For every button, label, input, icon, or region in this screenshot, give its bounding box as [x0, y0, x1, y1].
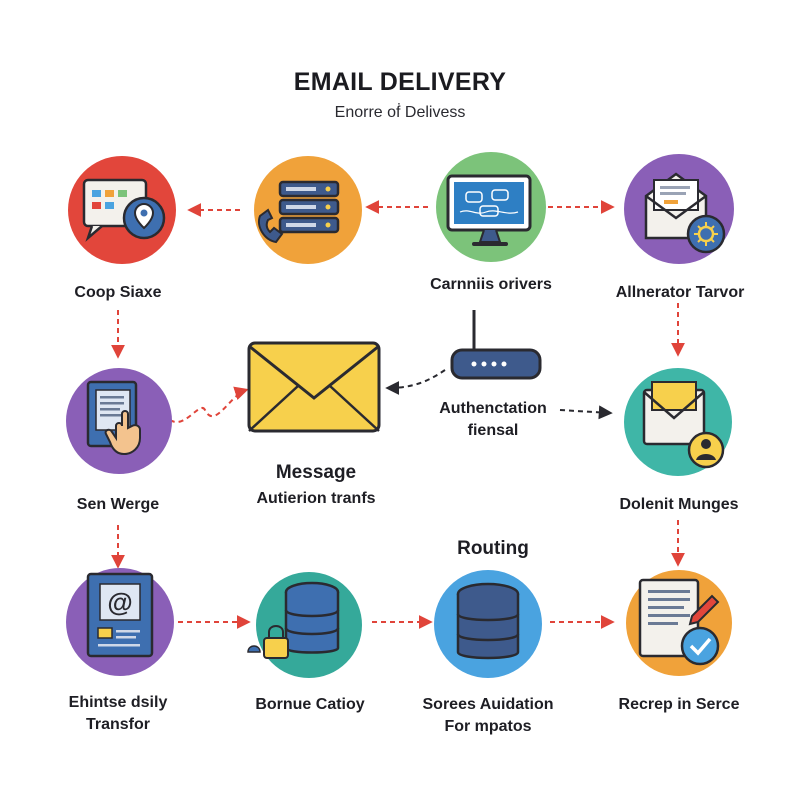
- routing-label: Routing: [457, 538, 529, 559]
- node-router-icon-wrap: [448, 306, 544, 382]
- node-coop-circle: [68, 156, 176, 264]
- diagram-title: EMAIL DELIVERY: [293, 68, 507, 96]
- node-ehintse-circle: @: [66, 568, 174, 676]
- envelope-gear-icon: [644, 172, 726, 254]
- node-router-label: Authenctation: [439, 400, 547, 417]
- document-check-icon: [638, 578, 720, 666]
- node-bornue-label: Bornue Catioy: [255, 696, 365, 713]
- server-phone-icon: [258, 180, 340, 244]
- envelope-icon: [247, 341, 381, 433]
- node-senwerge-circle: [66, 368, 172, 474]
- node-allnerator-label: Allnerator Tarvor: [615, 284, 745, 301]
- email-document-icon: @: [86, 572, 154, 658]
- node-message-label: Message: [275, 462, 357, 483]
- node-bornue-circle: [247, 572, 362, 678]
- svg-text:@: @: [107, 587, 132, 617]
- node-carnniis-label: Carnniis orivers: [430, 276, 552, 293]
- node-carnniis-circle: [436, 152, 546, 262]
- node-recrep-label: Recrep in Serce: [618, 696, 740, 713]
- node-server-circle: [254, 156, 362, 264]
- node-dolenit-circle: [624, 368, 732, 476]
- document-tap-icon: [86, 380, 141, 456]
- node-message-icon-wrap: [246, 340, 382, 436]
- node-recrep-circle: [626, 570, 732, 676]
- envelope-user-icon: [642, 381, 725, 469]
- node-coop-label: Coop Siaxe: [74, 284, 162, 301]
- database-icon: [456, 582, 520, 660]
- database-lock-icon: [247, 581, 340, 659]
- arrow-router-to-message: [385, 369, 446, 395]
- node-sorees-sublabel: For mpatos: [444, 718, 532, 735]
- arrow-senwerge-to-message: [169, 386, 249, 424]
- node-sorees-label: Sorees Auidation: [422, 696, 554, 713]
- node-allnerator-circle: [624, 154, 734, 264]
- chat-location-icon: [82, 178, 166, 242]
- diagram-subtitle: Enorre oḟ Delivess: [334, 104, 466, 121]
- monitor-chat-icon: [446, 174, 532, 246]
- node-router-sublabel: fiensal: [467, 422, 519, 439]
- node-ehintse-label: Ehintse dsily: [68, 694, 168, 711]
- node-message-sublabel: Autierion tranfs: [256, 490, 376, 507]
- router-icon: [450, 310, 542, 380]
- node-sorees-circle: [434, 570, 542, 678]
- node-senwerge-label: Sen Werge: [76, 496, 160, 513]
- node-dolenit-label: Dolenit Munges: [619, 496, 739, 513]
- node-ehintse-sublabel: Transfor: [85, 716, 150, 733]
